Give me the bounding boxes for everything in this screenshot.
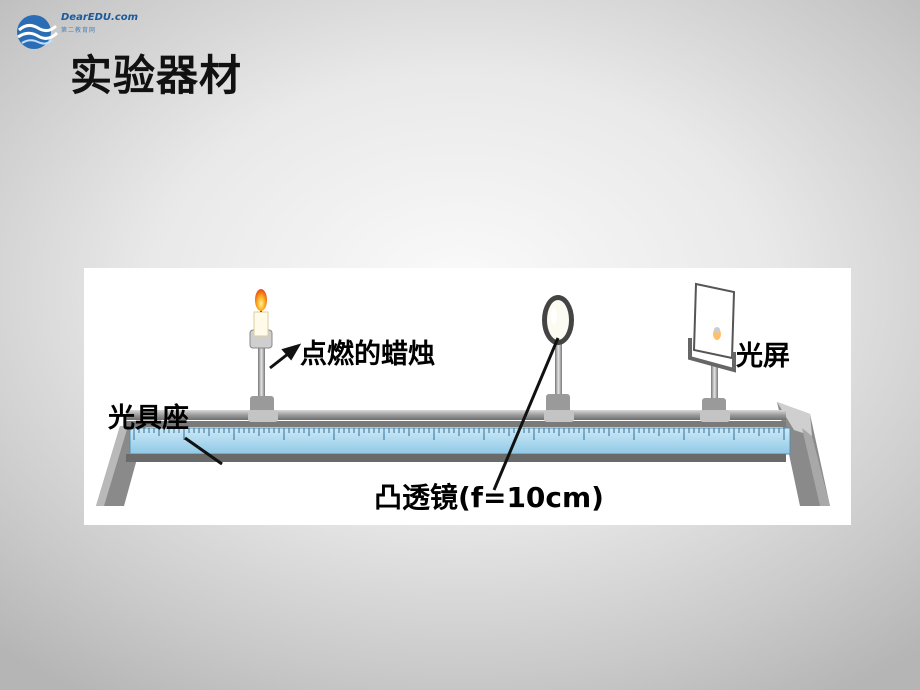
bench-rail-bottom: [126, 454, 786, 462]
bench-scale: [129, 427, 791, 455]
candle-label: 点燃的蜡烛: [300, 339, 435, 370]
logo-brand: DearEDU.com: [61, 12, 139, 23]
candle-arrow-head: [281, 343, 302, 361]
bench-label: 光具座: [108, 403, 189, 434]
optical-bench-diagram: 点燃的蜡烛 光屏 光具座 凸透镜(f=10cm): [84, 268, 851, 525]
bench-rail-middle: [126, 421, 786, 427]
lens-label: 凸透镜(f=10cm): [374, 481, 604, 514]
lens-pointer-line: [492, 337, 560, 491]
slide-title: 实验器材: [70, 51, 243, 100]
light-screen: [688, 282, 736, 422]
bench-pointer-line: [184, 436, 223, 466]
bench-rail-top: [126, 410, 786, 420]
bench-scale-ticks: [133, 428, 785, 440]
screen-label: 光屏: [736, 341, 790, 372]
convex-lens: [542, 295, 574, 422]
logo-tagline: 第二教育网: [61, 27, 97, 34]
dearedu-logo-icon: [17, 15, 59, 49]
candle-flame: [255, 289, 267, 311]
dearedu-logo: DearEDU.com 第二教育网: [14, 12, 154, 52]
candle: [248, 289, 278, 422]
optical-bench-illustration: [96, 282, 830, 506]
